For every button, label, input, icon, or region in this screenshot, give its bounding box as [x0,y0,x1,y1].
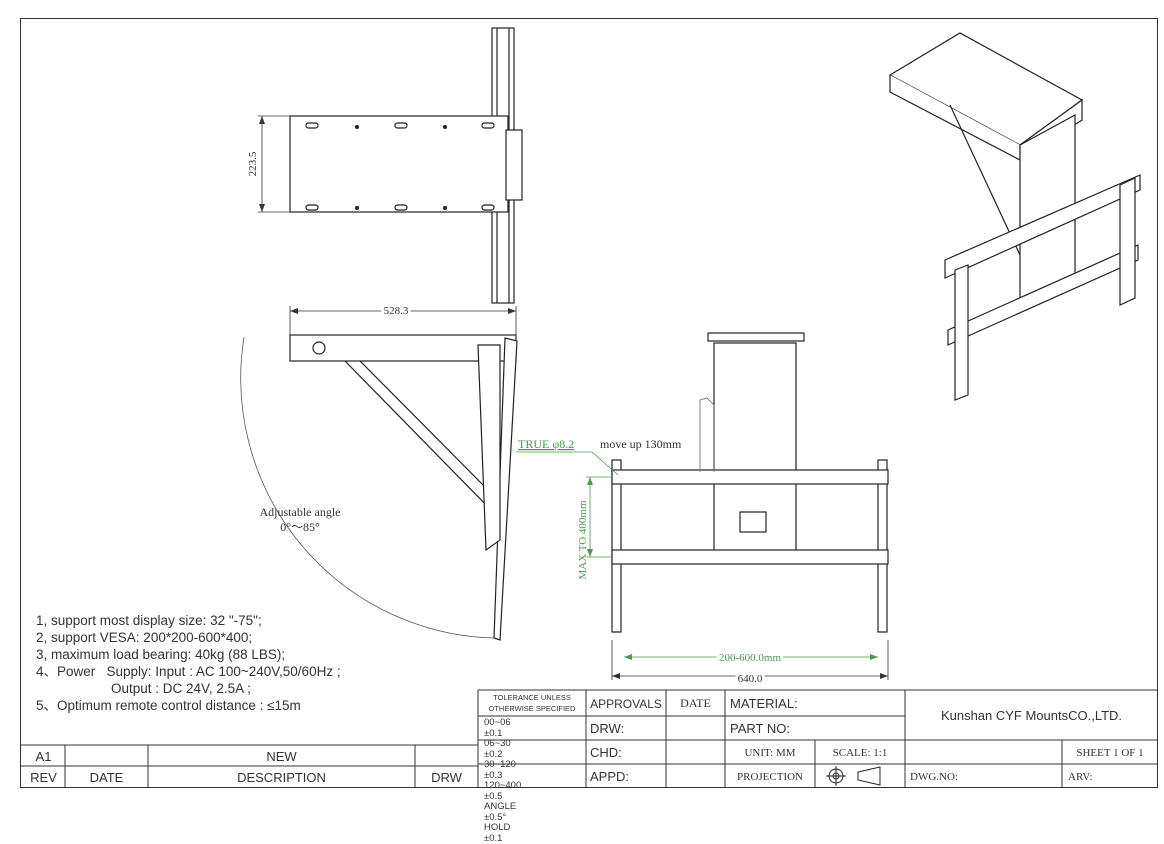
description-header: DESCRIPTION [237,769,326,785]
rev-description-value: NEW [266,748,297,764]
move-up-label: move up 130mm [600,437,682,451]
arv-label: ARV: [1068,770,1093,783]
note-2: 2, support VESA: 200*200-600*400; [36,630,253,645]
part-no-label: PART NO: [730,721,790,736]
note-3: 3, maximum load bearing: 40kg (88 LBS); [36,647,286,662]
side-view [240,334,518,641]
drw-label: DRW: [590,721,625,736]
note-1: 1, support most display size: 32 "-75"; [36,613,262,628]
material-label: MATERIAL: [730,696,798,711]
appd-label: APPD: [590,769,630,784]
company-name: Kunshan CYF MountsCO.,LTD. [940,708,1123,723]
date-header: DATE [89,769,124,785]
projection-symbol [826,766,881,786]
spec-notes: 1, support most display size: 32 "-75"; … [36,612,341,714]
tolerance-title-1: TOLERANCE UNLESS [493,692,571,702]
sheet-label: SHEET 1 OF 1 [1076,746,1144,759]
height-dimension: 223.5 [247,151,259,176]
title-block-grid [20,689,1158,788]
side-width-dimension: 528.3 [384,305,409,317]
note-5: 5、Optimum remote control distance : ≤15m [36,698,301,713]
approvals-date-header: DATE [680,696,711,710]
note-4: 4、Power Supply: Input : AC 100~240V,50/6… [36,664,341,679]
angle-label-line1: Adjustable angle [260,505,341,519]
rev-value: A1 [35,748,52,764]
vesa-range-dimension: 200-600.0mm [719,652,781,664]
scale-label: SCALE: 1:1 [832,746,888,759]
unit-label: UNIT: MM [744,746,796,759]
iso-view [888,32,1141,401]
drw-header: DRW [431,769,462,785]
overall-width-dimension: 640.0 [738,673,763,685]
front-view [611,332,889,633]
chd-label: CHD: [590,745,622,760]
max-height-dimension: MAX TO 400mm [577,500,589,579]
note-4-output: Output : DC 24V, 2.5A ; [36,681,251,696]
tolerance-title-2: OTHERWISE SPECIFIED [488,703,576,713]
projection-label: PROJECTION [736,770,803,783]
rev-header: REV [30,769,57,785]
angle-label-line2: 0°～85° [280,520,320,534]
technical-drawing: 223.5 528.3 Adjustable angle 0°～85° TRUE… [240,27,1141,685]
tolerance-table: 00~06±0.1 06~30±0.2 30~120±0.3 120~400±0… [484,717,522,844]
approvals-header: APPROVALS [590,696,662,711]
dwg-no-label: DWG.NO: [910,770,958,783]
drawing-frame [20,18,1158,788]
top-view [289,27,523,304]
hole-callout: TRUE φ8.2 [518,437,574,451]
